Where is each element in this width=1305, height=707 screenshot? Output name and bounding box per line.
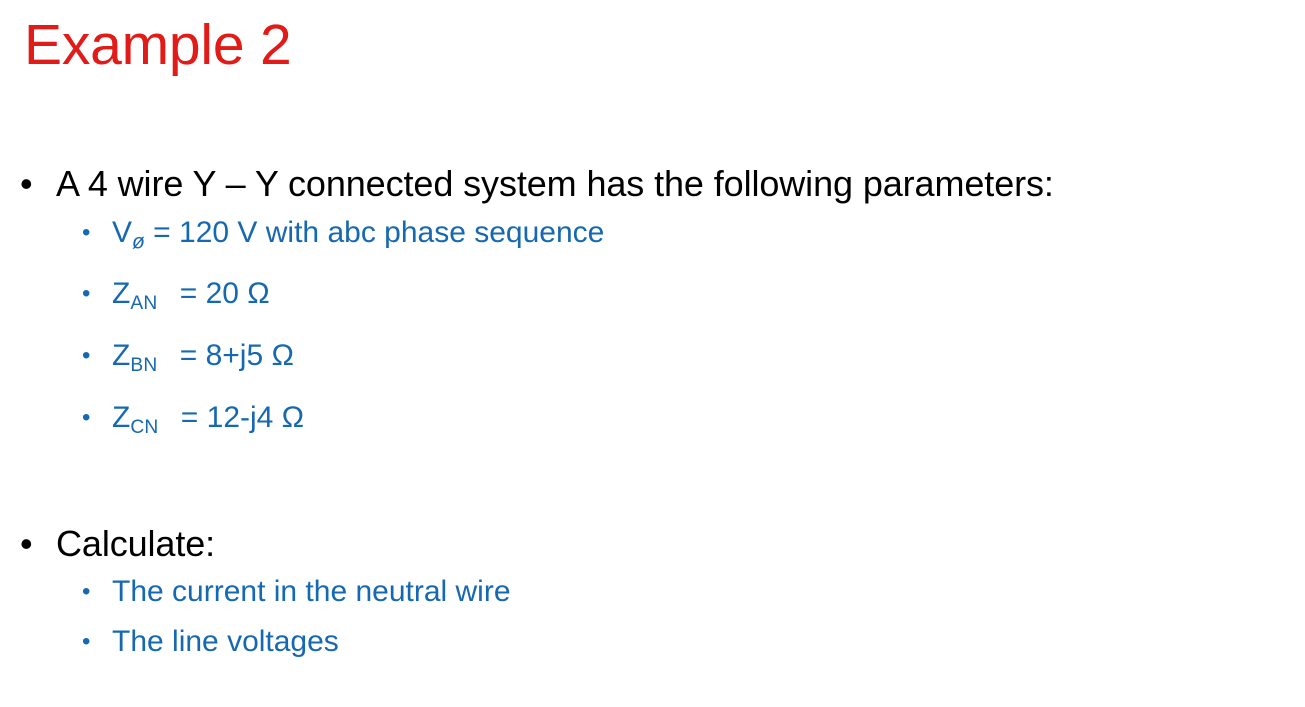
bullet-point-icon: • [82, 219, 91, 246]
symbol-v: V [112, 216, 133, 249]
symbol-z-cn: Z [112, 400, 131, 434]
list-item-v-phase: • Vø = 120 V with abc phase sequence [0, 207, 1305, 268]
list-item-neutral-current-text: The current in the neutral wire [112, 574, 511, 608]
bullet-point-icon: • [82, 403, 91, 431]
list-item-line-voltages: • The line voltages [0, 617, 1305, 667]
bullet-point-icon: • [82, 577, 91, 605]
value-v-phase: = 120 V with abc phase sequence [144, 216, 605, 249]
list-item-neutral-current: • The current in the neutral wire [0, 567, 1305, 617]
list-item-z-cn: • ZCN = 12-j4 Ω [0, 392, 1305, 454]
bullet-point-icon: • [82, 627, 91, 655]
bullet-parameters-heading: • A 4 wire Y – Y connected system has th… [0, 160, 1305, 207]
bullet-point-icon: • [82, 342, 91, 370]
list-item-line-voltages-text: The line voltages [112, 624, 339, 658]
bullet-point-icon: • [20, 522, 33, 564]
bullet-point-icon: • [82, 280, 91, 308]
bullet-calculate-heading: • Calculate: [0, 520, 1305, 567]
value-z-an: = 20 Ω [171, 277, 270, 311]
bullet-parameters-heading-text: A 4 wire Y – Y connected system has the … [56, 163, 1054, 204]
subscript-phase: ø [132, 230, 145, 254]
value-z-bn: = 8+j5 Ω [171, 339, 294, 373]
subscript-cn: CN [130, 416, 159, 438]
bullet-point-icon: • [20, 163, 33, 204]
value-z-cn: = 12-j4 Ω [172, 400, 305, 434]
list-item-z-bn: • ZBN = 8+j5 Ω [0, 330, 1305, 392]
subscript-bn: BN [130, 354, 158, 376]
list-item-z-an: • ZAN = 20 Ω [0, 268, 1305, 330]
slide-body: • A 4 wire Y – Y connected system has th… [0, 160, 1305, 667]
subscript-an: AN [130, 293, 158, 315]
bullet-calculate-heading-text: Calculate: [56, 522, 216, 564]
symbol-z-an: Z [112, 277, 131, 311]
symbol-z-bn: Z [112, 339, 131, 373]
slide-title: Example 2 [24, 13, 292, 77]
